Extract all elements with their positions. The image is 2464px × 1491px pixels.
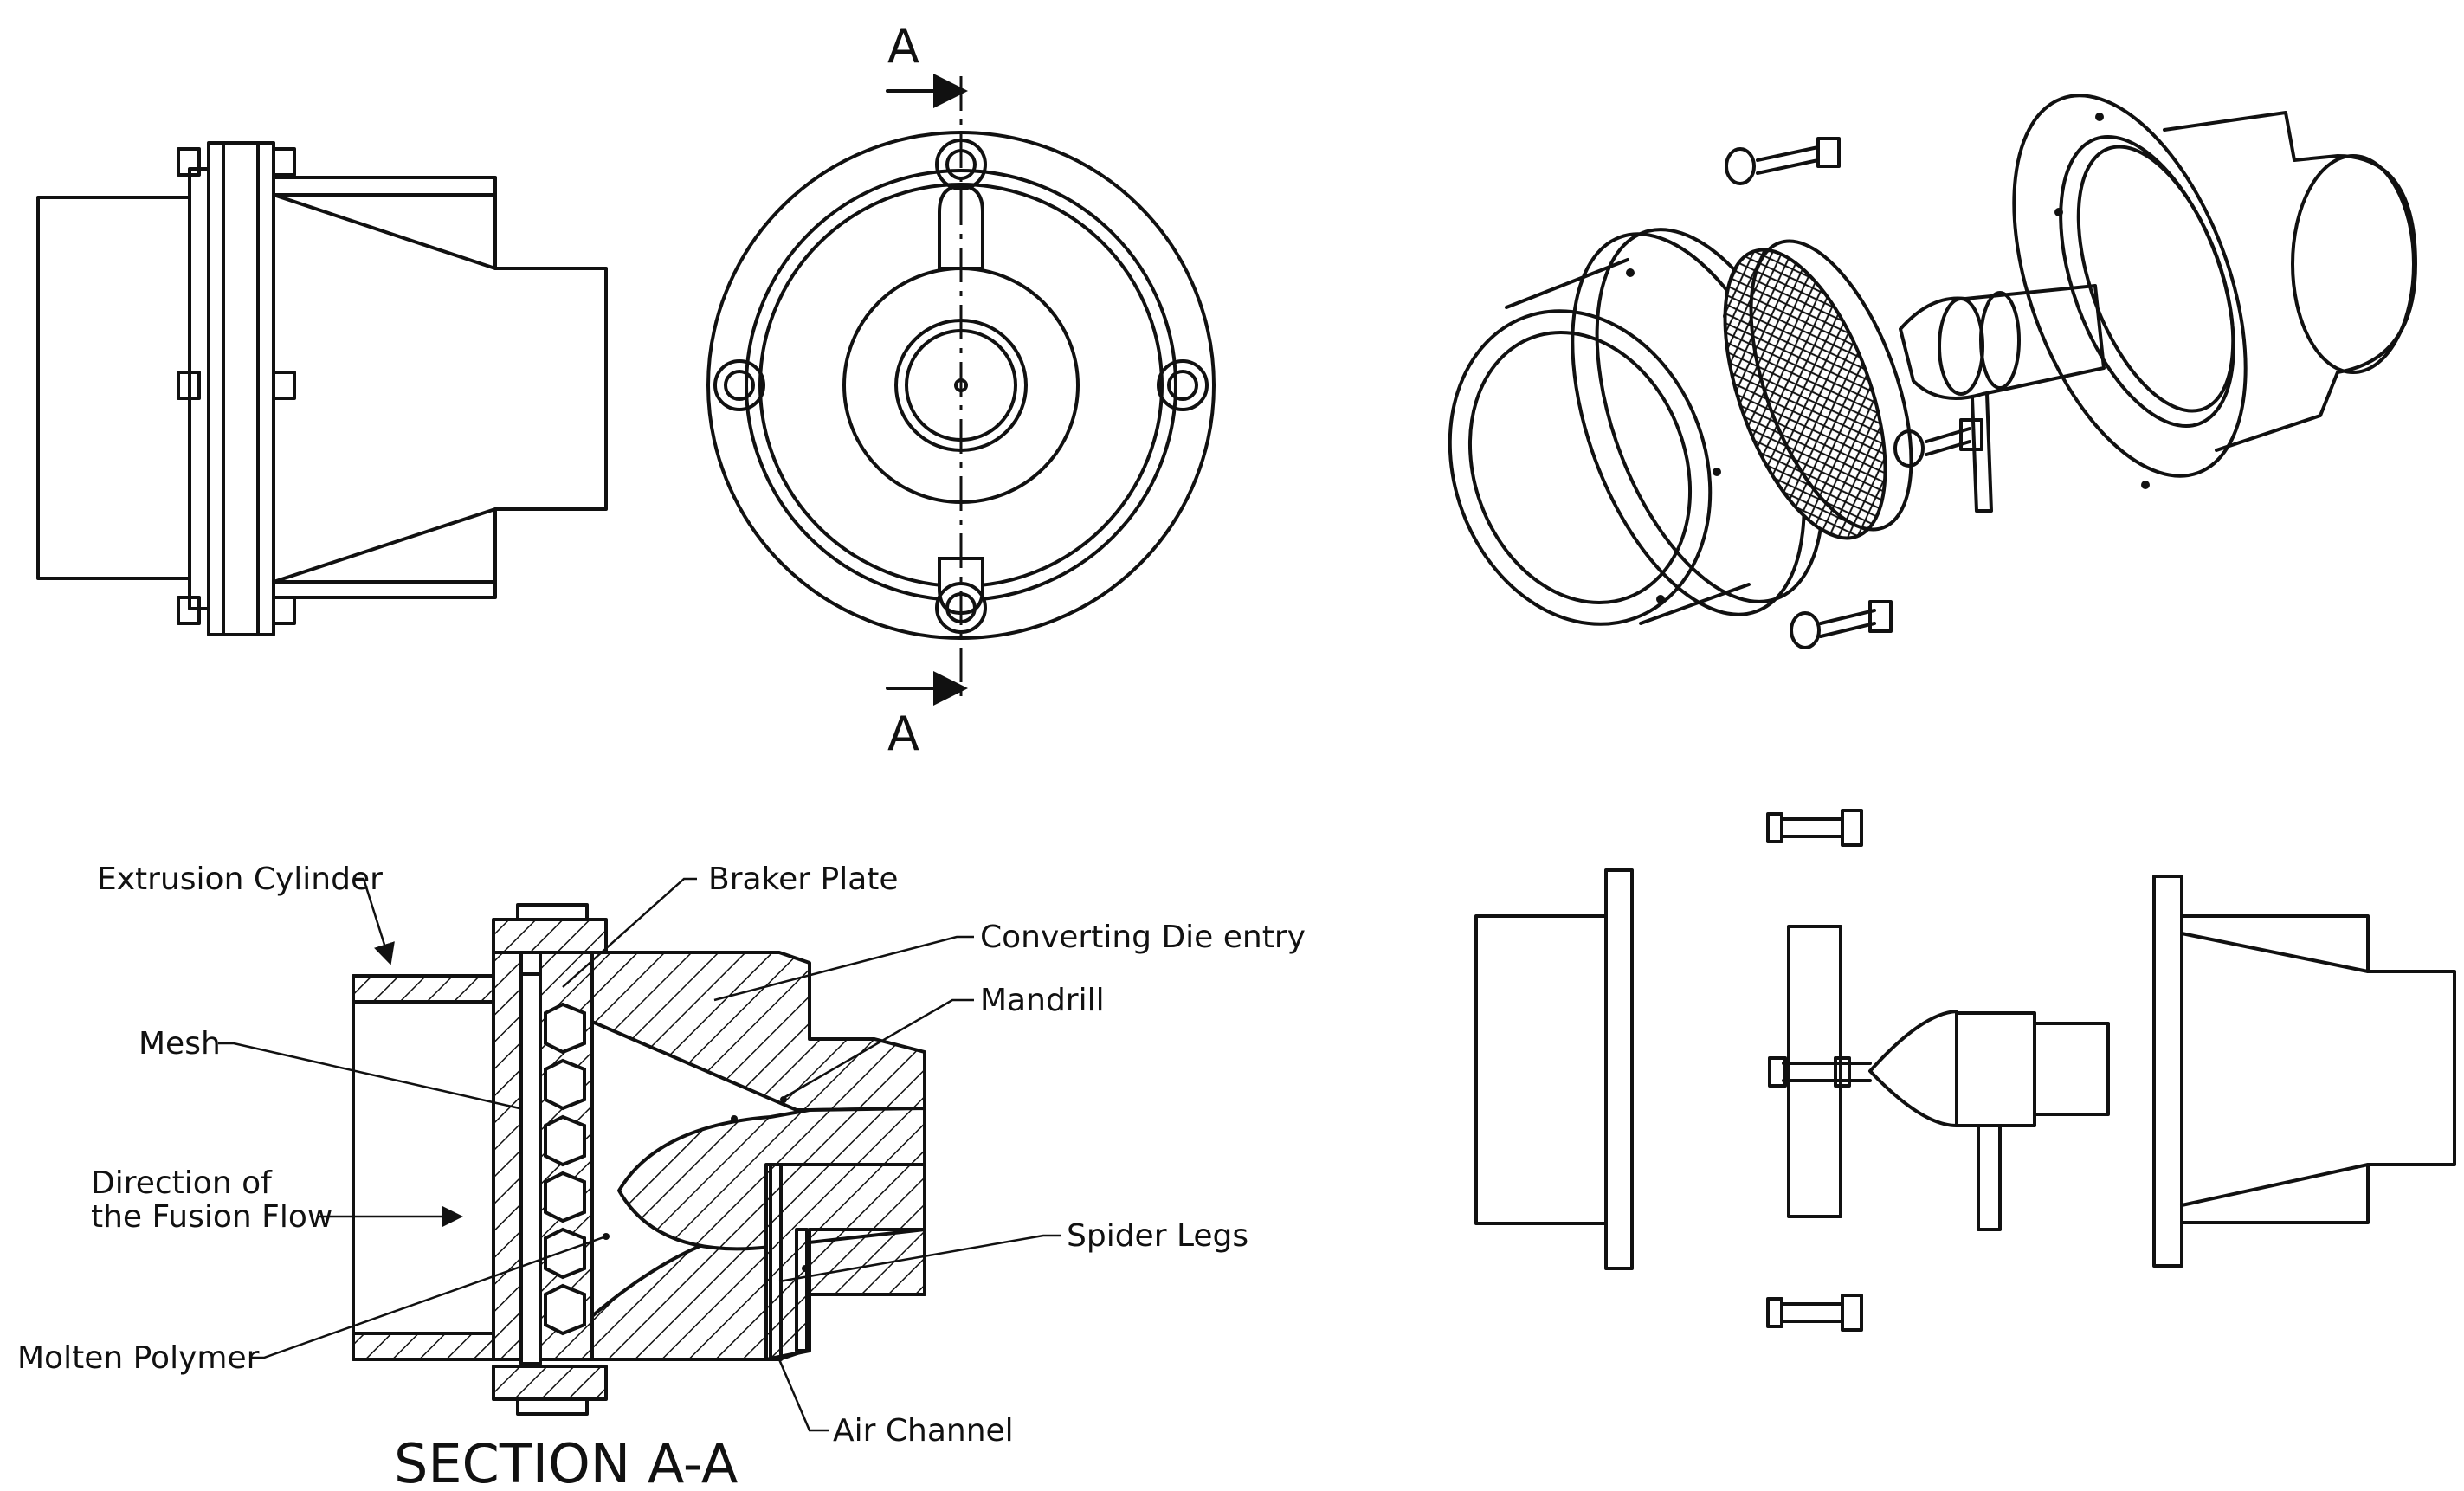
bolt-iso-1: [1725, 137, 1841, 185]
label-mesh: Mesh: [139, 1026, 221, 1062]
section-marker-bottom: A: [887, 707, 919, 761]
label-spider-legs: Spider Legs: [1067, 1218, 1248, 1254]
side-view: [36, 141, 608, 636]
label-air-channel: Air Channel: [833, 1413, 1014, 1449]
label-direction-line1: Direction of: [91, 1165, 273, 1201]
bolt-right: [1157, 359, 1209, 411]
exploded-side-view: [1474, 809, 2456, 1332]
bolt-iso-3: [1790, 600, 1893, 649]
label-converting-die-entry: Converting Die entry: [980, 920, 1306, 955]
annotations: Extrusion Cylinder Braker Plate Converti…: [17, 862, 1306, 1491]
breaker-plate-holes: [544, 1002, 586, 1336]
label-molten-polymer: Molten Polymer: [17, 1340, 260, 1376]
isometric-exploded-view: [1448, 94, 2417, 649]
section-title: SECTION A-A: [394, 1432, 738, 1491]
bolt-left: [713, 359, 765, 411]
front-view: A A: [706, 19, 1216, 761]
label-braker-plate: Braker Plate: [708, 862, 899, 897]
mesh-disc: [1723, 248, 1887, 540]
section-view: [352, 903, 926, 1416]
bolt-exploded-top: [1766, 809, 1863, 847]
label-mandrill: Mandrill: [980, 983, 1105, 1018]
label-direction-line2: the Fusion Flow: [91, 1199, 332, 1235]
label-extrusion-cylinder: Extrusion Cylinder: [97, 862, 383, 897]
bolt-iso-2: [1893, 418, 1983, 468]
section-marker-top: A: [887, 19, 919, 74]
bolt-exploded-bottom: [1766, 1294, 1863, 1332]
